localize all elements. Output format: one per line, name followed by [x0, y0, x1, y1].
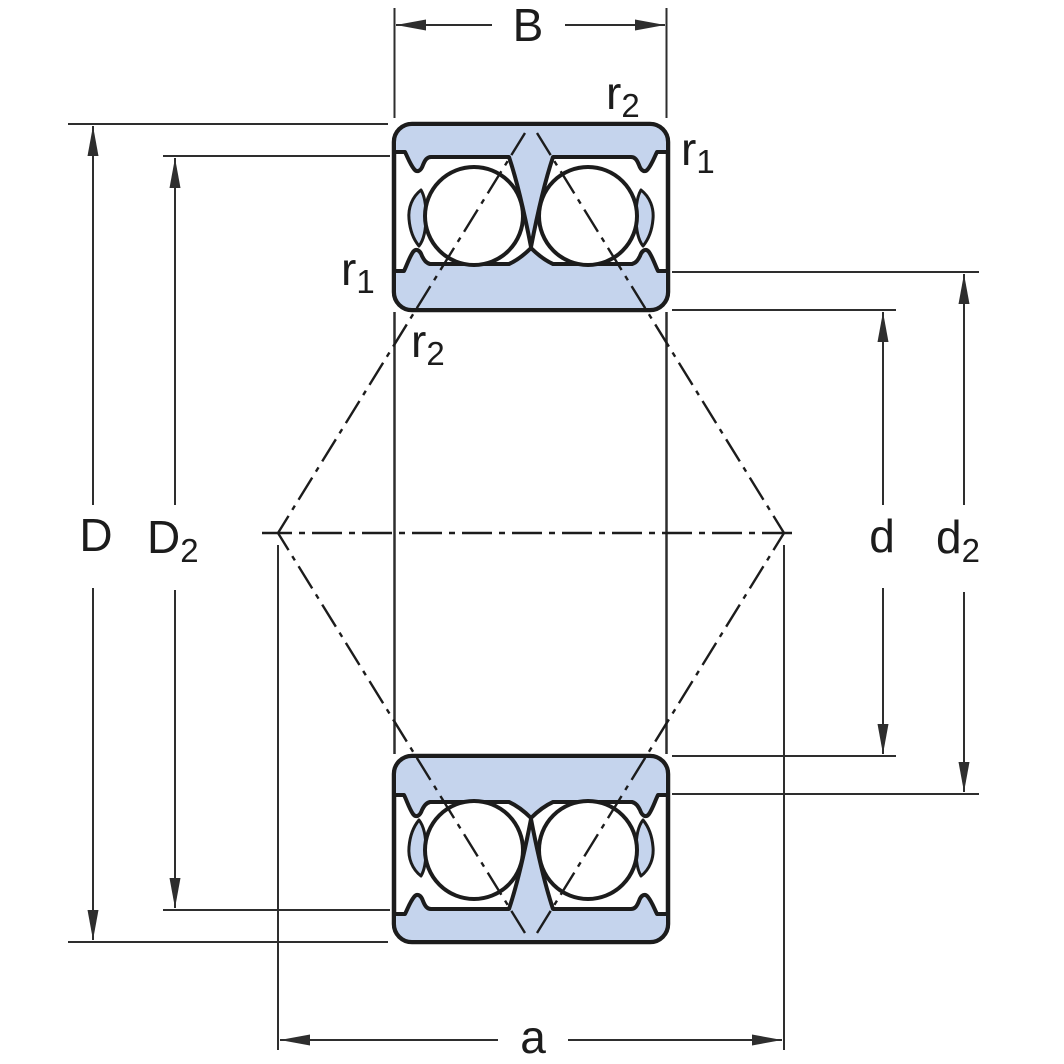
- label-D2: D2: [147, 511, 199, 569]
- arrowhead-up: [877, 312, 889, 342]
- label-B: B: [513, 0, 544, 51]
- arrowhead-up: [87, 126, 99, 156]
- contact-line-bottom-left: [276, 532, 527, 934]
- arrowhead-down: [87, 910, 99, 940]
- arrowhead-up: [169, 158, 181, 188]
- bearing-section-bottom: [394, 756, 668, 942]
- arrowhead-down: [958, 762, 970, 792]
- contact-line-bottom-right: [535, 532, 786, 934]
- dimension-B: B: [393, 0, 668, 118]
- dimension-a: a: [277, 545, 785, 1063]
- label-a: a: [520, 1011, 546, 1063]
- label-r1-right: r1: [681, 123, 715, 180]
- arrowhead-down: [877, 724, 889, 754]
- label-r1-left: r1: [341, 243, 375, 300]
- contact-line-top-left: [276, 132, 527, 534]
- dimension-D2: D2: [147, 155, 390, 911]
- dimension-d: d: [672, 309, 896, 757]
- arrowhead-down: [169, 878, 181, 908]
- arrowhead-up: [958, 274, 970, 304]
- label-D: D: [79, 509, 112, 561]
- contact-line-top-right: [535, 132, 786, 534]
- arrowhead-left: [396, 19, 426, 31]
- label-d2: d2: [936, 511, 980, 569]
- arrowhead-right: [752, 1034, 782, 1046]
- arrowhead-right: [635, 19, 665, 31]
- label-d: d: [869, 510, 895, 562]
- dimension-d2: d2: [672, 271, 980, 795]
- label-r2-left: r2: [411, 315, 445, 372]
- arrowhead-left: [280, 1034, 310, 1046]
- dimension-D: D: [68, 123, 388, 943]
- label-r2-top-right: r2: [606, 67, 640, 124]
- bearing-section-top: [394, 124, 668, 310]
